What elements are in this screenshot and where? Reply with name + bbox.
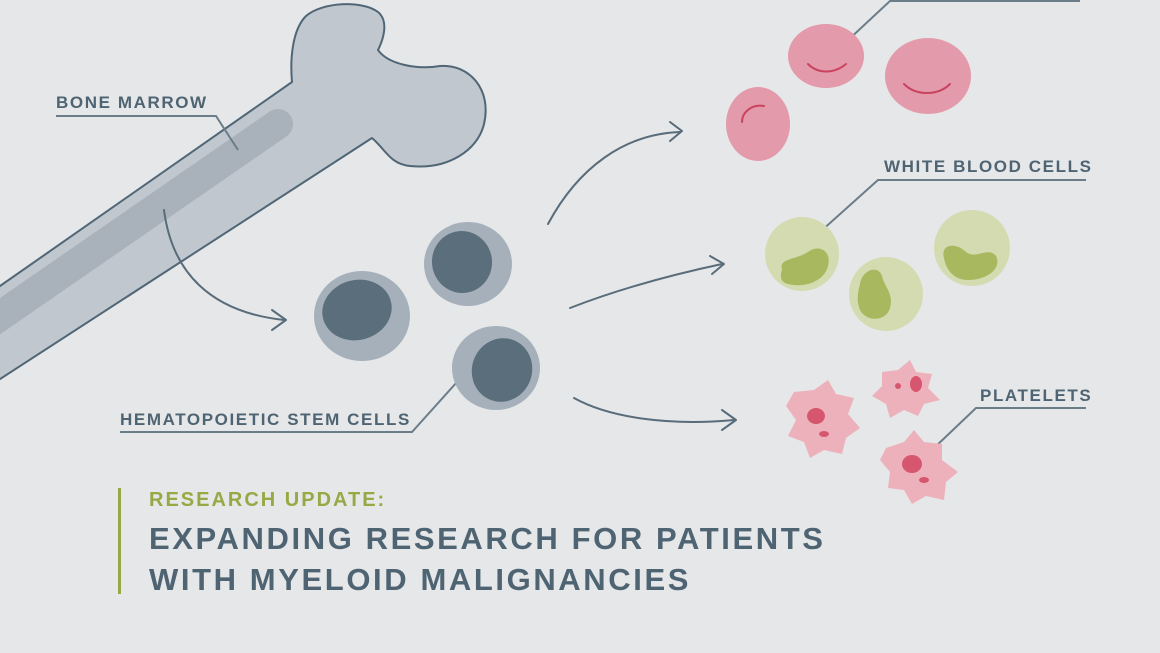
bone-marrow-label: BONE MARROW [56,93,208,112]
title-block: RESEARCH UPDATE: EXPANDING RESEARCH FOR … [118,488,826,597]
red-blood-cell-icon [885,38,971,114]
white-blood-cells [765,210,1010,331]
red-blood-cell-icon [726,87,790,161]
headline-line-1: EXPANDING RESEARCH FOR PATIENTS [149,521,826,556]
platelets [786,360,958,504]
platelet-icon [786,380,860,458]
headline-line-2: WITH MYELOID MALIGNANCIES [149,562,692,597]
bone-marrow-leader [56,115,239,151]
platelet-icon [880,430,958,504]
stem-cells [314,222,540,410]
platelets-label: PLATELETS [980,386,1093,405]
white-cells-leader [819,179,1086,233]
arrow-to-white-cells-icon [569,255,725,309]
red-cells-leader [845,0,1080,43]
bone-icon [0,3,487,381]
white-blood-cell-icon [849,257,923,331]
stem-cell-icon [452,326,540,410]
stem-cells-label: HEMATOPOIETIC STEM CELLS [120,410,411,429]
leader-lines [56,0,1086,449]
platelets-leader [933,407,1086,449]
eyebrow-text: RESEARCH UPDATE: [149,489,387,511]
red-blood-cell-icon [788,24,864,88]
white-blood-cells-label: WHITE BLOOD CELLS [884,157,1093,176]
white-blood-cell-icon [934,210,1010,286]
arrow-to-red-cells-icon [547,121,683,225]
arrow-to-stem-icon [163,209,287,331]
red-blood-cells [726,24,971,161]
stem-cell-icon [314,271,410,361]
stem-cells-leader [120,371,467,433]
white-blood-cell-icon [765,217,839,291]
arrow-to-platelets-icon [573,397,737,431]
stem-cell-icon [424,222,512,306]
platelet-icon [872,360,940,418]
